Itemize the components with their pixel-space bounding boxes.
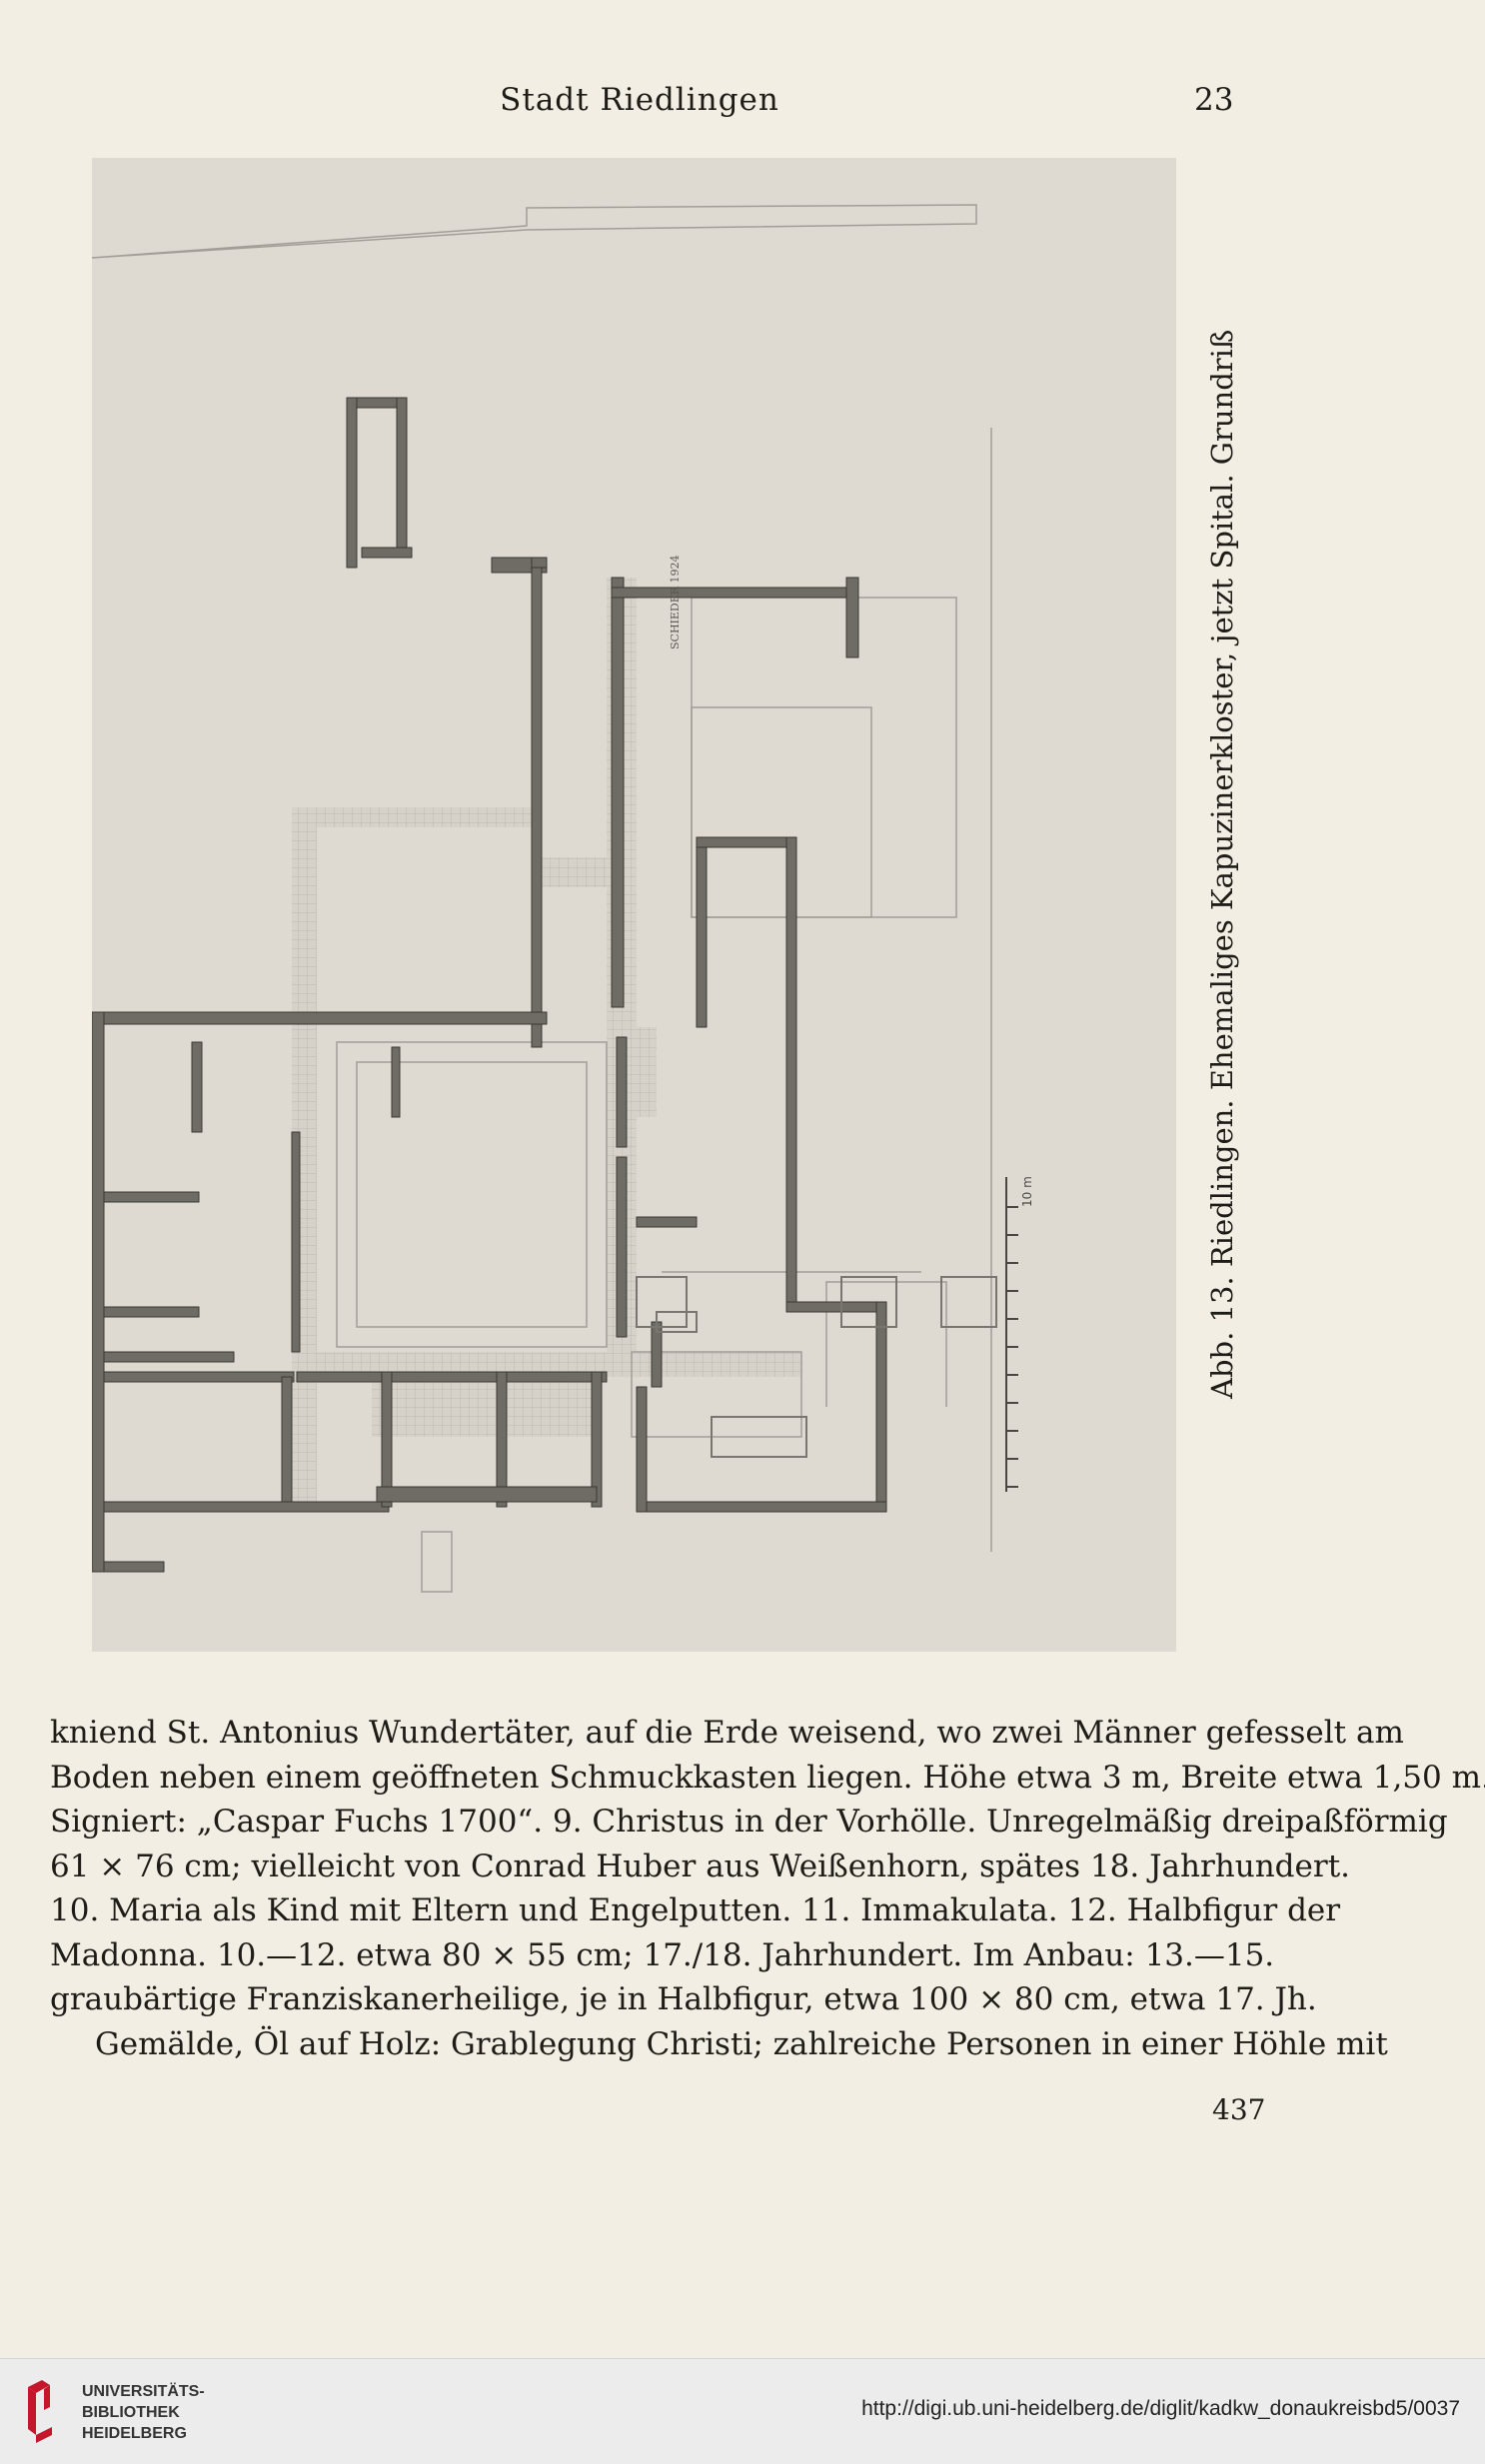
furniture-details: [636, 1276, 997, 1458]
source-url[interactable]: http://digi.ub.uni-heidelberg.de/diglit/…: [861, 2397, 1460, 2420]
body-line: 10. Maria als Kind mit Eltern und Engelp…: [50, 1892, 1341, 1928]
body-line: graubärtige Franziskanerheilige, je in H…: [50, 1981, 1317, 2017]
body-line: Signiert: „Caspar Fuchs 1700“. 9. Christ…: [50, 1804, 1448, 1840]
folio-number: 437: [1212, 2093, 1266, 2126]
library-name-line: HEIDELBERG: [82, 2425, 187, 2442]
body-line: Madonna. 10.—12. etwa 80 × 55 cm; 17./18…: [50, 1936, 1275, 1973]
body-text: kniend St. Antonius Wundertäter, auf die…: [50, 1711, 1485, 2066]
floor-plan-drawing: SCHIEDER 1924 10 m: [92, 204, 1034, 1593]
wall-fill: [92, 397, 887, 1573]
running-head: Stadt Riedlingen: [500, 82, 779, 118]
plan-signature: SCHIEDER 1924: [669, 555, 682, 649]
figure-caption-wrap: Abb. 13. Riedlingen. Ehemaliges Kapuzine…: [1192, 329, 1252, 1399]
body-line: Boden neben einem geöffneten Schmuckkast…: [50, 1759, 1485, 1796]
library-footer: UNIVERSITÄTS- BIBLIOTHEK HEIDELBERG http…: [0, 2358, 1485, 2464]
scale-label: 10 m: [1020, 1176, 1034, 1207]
library-logo-icon: [28, 2380, 52, 2443]
page-number: 23: [1194, 82, 1234, 118]
body-line: kniend St. Antonius Wundertäter, auf die…: [50, 1715, 1404, 1751]
library-name-line: BIBLIOTHEK: [82, 2404, 180, 2421]
library-name-line: UNIVERSITÄTS-: [82, 2383, 205, 2400]
scale-bar: 10 m: [1005, 1176, 1034, 1492]
body-line: Gemälde, Öl auf Holz: Grablegung Christi…: [95, 2025, 1388, 2062]
book-page: Stadt Riedlingen 23: [50, 82, 1485, 2126]
body-line: 61 × 76 cm; vielleicht von Conrad Huber …: [50, 1848, 1351, 1884]
library-name: UNIVERSITÄTS- BIBLIOTHEK HEIDELBERG: [82, 2381, 205, 2444]
figure-caption: Abb. 13. Riedlingen. Ehemaliges Kapuzine…: [1205, 329, 1239, 1399]
floor-plan-plate: SCHIEDER 1924 10 m: [92, 158, 1176, 1652]
